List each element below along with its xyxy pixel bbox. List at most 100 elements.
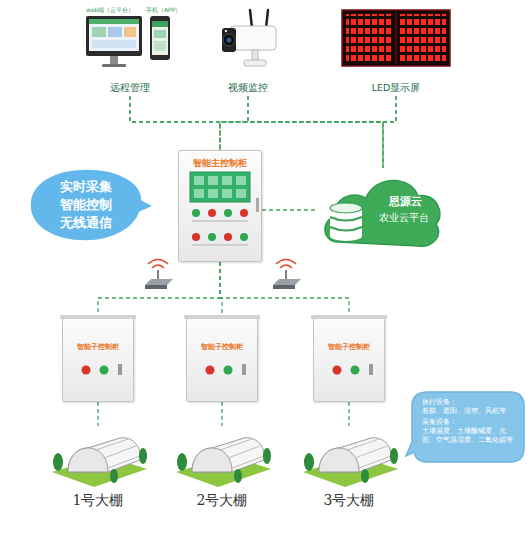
button <box>208 209 216 217</box>
screen-tile <box>208 189 218 198</box>
screen-tile <box>236 176 246 185</box>
node-text: 智能子控制柜 <box>314 343 384 352</box>
greenhouse-ribs <box>347 439 391 468</box>
monitor-screen <box>89 19 139 51</box>
camera-mount <box>252 50 258 60</box>
dashed-link <box>98 262 220 318</box>
led-characters <box>400 14 446 62</box>
cylinder-top <box>330 203 362 213</box>
wifi-router <box>145 260 173 290</box>
tree <box>361 469 369 483</box>
sub-cabinet: 智能子控制柜 <box>313 318 385 402</box>
button <box>192 209 200 217</box>
node-text: 远程管理 <box>76 82 184 94</box>
button <box>100 366 109 375</box>
camera-face <box>222 28 236 52</box>
node-text: 实时采集 智能控制 无线通信 <box>59 178 113 232</box>
led-frame <box>342 10 450 66</box>
camera-symbol <box>222 10 276 66</box>
cylinder-bottom <box>330 231 362 241</box>
node-text: 土壤温度、土壤酸碱度、光照、空气温湿度、二氧化碳等 <box>422 427 518 445</box>
greenhouse-illustration <box>303 438 398 487</box>
phone-header <box>152 21 168 27</box>
switch <box>118 364 122 375</box>
node-text: 卷膜、遮阳、湿帘、风机等 <box>422 407 518 415</box>
router-top <box>273 279 301 285</box>
button <box>224 209 232 217</box>
mount-base <box>244 60 266 66</box>
label-strip <box>192 244 248 246</box>
screen-tile <box>194 189 204 198</box>
router-front <box>145 285 167 289</box>
dashed-link <box>248 96 383 168</box>
screen-tile <box>194 176 204 185</box>
node-text: 智能子控制柜 <box>63 343 133 352</box>
cylinder-band <box>330 217 362 221</box>
greenhouse-ribs <box>96 439 140 468</box>
greenhouse-front <box>319 448 359 472</box>
router-top <box>145 279 173 285</box>
dashed-link <box>130 96 220 150</box>
led-display: LED显示屏 <box>340 6 452 96</box>
cloud-platform: 恩源云农业云平台 <box>316 168 444 252</box>
screen-tile <box>92 27 106 37</box>
touch-screen <box>190 172 250 202</box>
node-text: LED显示屏 <box>340 82 452 94</box>
led-divider <box>396 12 397 64</box>
feature-bubble: 实时采集 智能控制 无线通信 <box>26 166 154 244</box>
camera-unit: 视频监控 <box>212 6 284 96</box>
dashed-link <box>348 402 349 426</box>
dashed-link <box>383 96 396 168</box>
led-panel <box>342 10 450 66</box>
button <box>224 233 232 241</box>
greenhouse-front <box>68 448 108 472</box>
router-front <box>273 285 295 289</box>
switch <box>242 364 246 375</box>
tree <box>390 448 398 464</box>
cabinet-roof <box>60 315 136 319</box>
remote-terminal: web端（云平台）手机（APP）远程管理 <box>76 6 184 96</box>
phone-tile <box>154 30 166 38</box>
phone-frame <box>150 16 170 60</box>
button <box>82 366 91 375</box>
screen-tile <box>124 27 136 37</box>
camera-lens <box>223 34 235 46</box>
node-text: 智能主控制柜 <box>179 158 261 169</box>
greenhouse-body <box>192 438 264 472</box>
ir-light <box>225 30 227 32</box>
dashed-link <box>220 262 349 318</box>
cabinet-roof <box>311 315 387 319</box>
node-text: 2号大棚 <box>172 492 272 510</box>
node-text: 手机（APP） <box>146 6 186 14</box>
dashed-link <box>262 209 316 210</box>
ground <box>176 456 271 487</box>
device-note-bubble: 执行设备：卷膜、遮阳、湿帘、风机等采集设备：土壤温度、土壤酸碱度、光照、空气温湿… <box>406 390 526 464</box>
sub-cabinet-panel <box>311 315 387 375</box>
cabinet-roof <box>184 315 260 319</box>
tree <box>263 448 271 464</box>
cylinder-body <box>330 208 362 236</box>
button <box>192 233 200 241</box>
button <box>208 233 216 241</box>
screen-tile <box>208 176 218 185</box>
ground <box>303 456 398 487</box>
phone-screen <box>152 21 168 55</box>
screen-tile <box>236 189 246 198</box>
tree <box>139 448 147 464</box>
antenna <box>157 270 159 279</box>
feature-bubble-shape <box>30 169 154 241</box>
sub-cabinet: 智能子控制柜 <box>186 318 258 402</box>
button <box>333 366 342 375</box>
node-text: 智能子控制柜 <box>187 343 257 352</box>
database-symbol <box>330 203 362 241</box>
tree <box>304 453 314 471</box>
main-cabinet-panel <box>190 172 259 246</box>
tree <box>53 453 63 471</box>
node-text: 视频监控 <box>212 82 284 94</box>
screen-tile <box>222 189 232 198</box>
button <box>240 233 248 241</box>
switch <box>369 364 373 375</box>
node-text: 执行设备： <box>422 398 518 406</box>
wifi-wave <box>152 265 164 268</box>
button <box>224 366 233 375</box>
